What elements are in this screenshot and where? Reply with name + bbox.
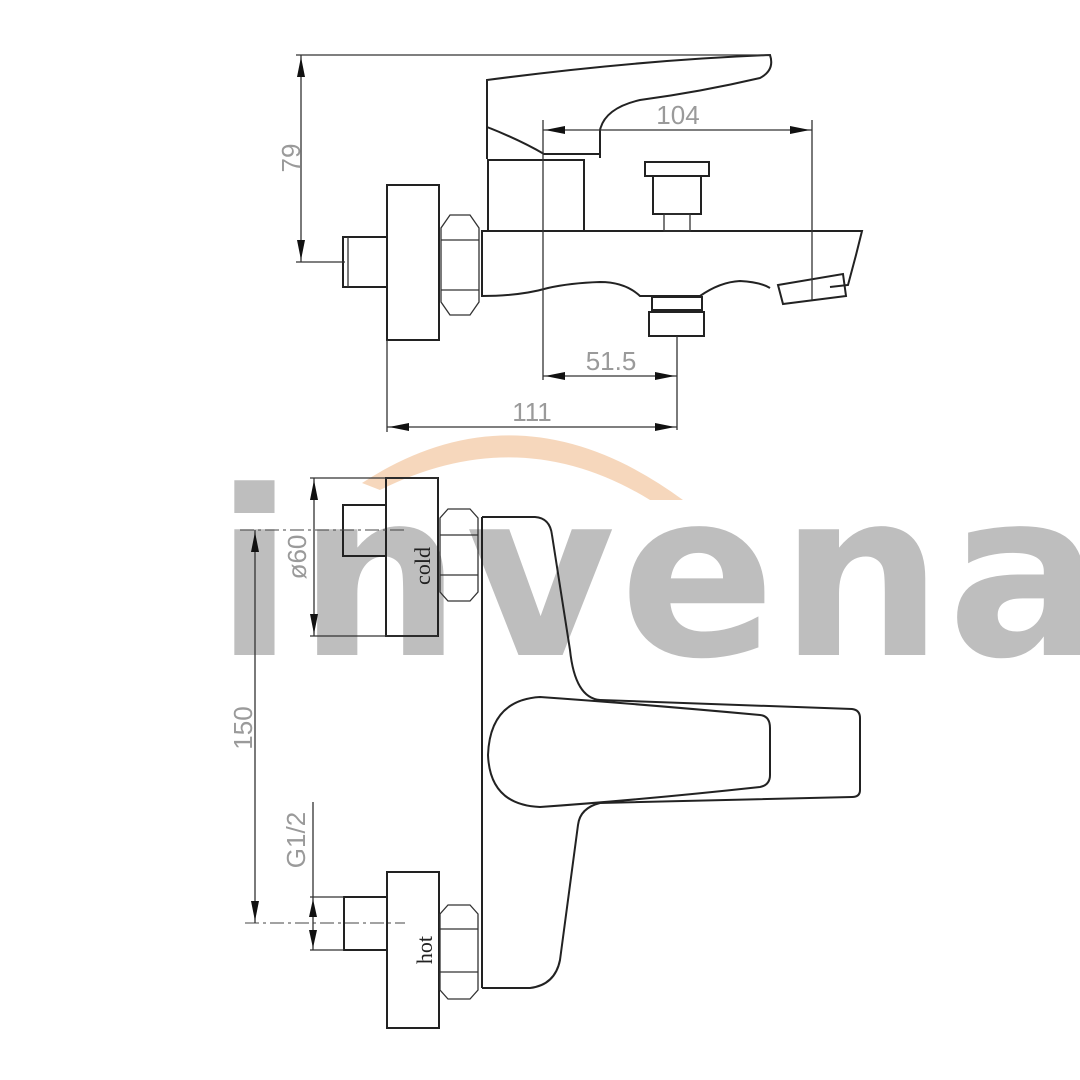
label-cold: cold [410,547,435,585]
dim-depth-111: 111 [512,397,552,427]
diverter-knob [652,175,702,215]
hot-inlet-stub [343,896,388,951]
outlet-connector [648,311,705,337]
front-body [482,516,601,989]
dim-height-79: 79 [276,144,306,173]
watermark-brand: invena [215,443,1080,710]
label-hot: hot [412,936,437,964]
front-handle-lever [599,699,861,804]
watermark: invena [215,435,1080,710]
side-view: 79 104 51.5 111 [276,53,864,432]
mixer-body [481,230,864,297]
spout-tip [776,272,848,306]
hex-nut [440,214,480,316]
outlet-ring [651,296,703,311]
front-handle [486,695,771,809]
diverter-knob-cap [644,161,710,177]
dim-flange-diameter: ø60 [282,535,312,580]
cartridge-body [487,159,585,232]
dim-inlet-spacing-150: 150 [228,706,258,749]
dim-thread-g1-2: G1/2 [281,812,311,868]
watermark-arc [362,435,683,500]
front-view: cold hot ø60 150 [228,477,861,1029]
handle [486,53,773,159]
dim-outlet-51-5: 51.5 [586,346,637,376]
dim-spout-104: 104 [656,100,699,130]
cold-hex-nut [439,508,479,602]
wall-flange [386,184,440,341]
inlet-stub [342,236,388,288]
hot-hex-nut [439,904,479,1000]
